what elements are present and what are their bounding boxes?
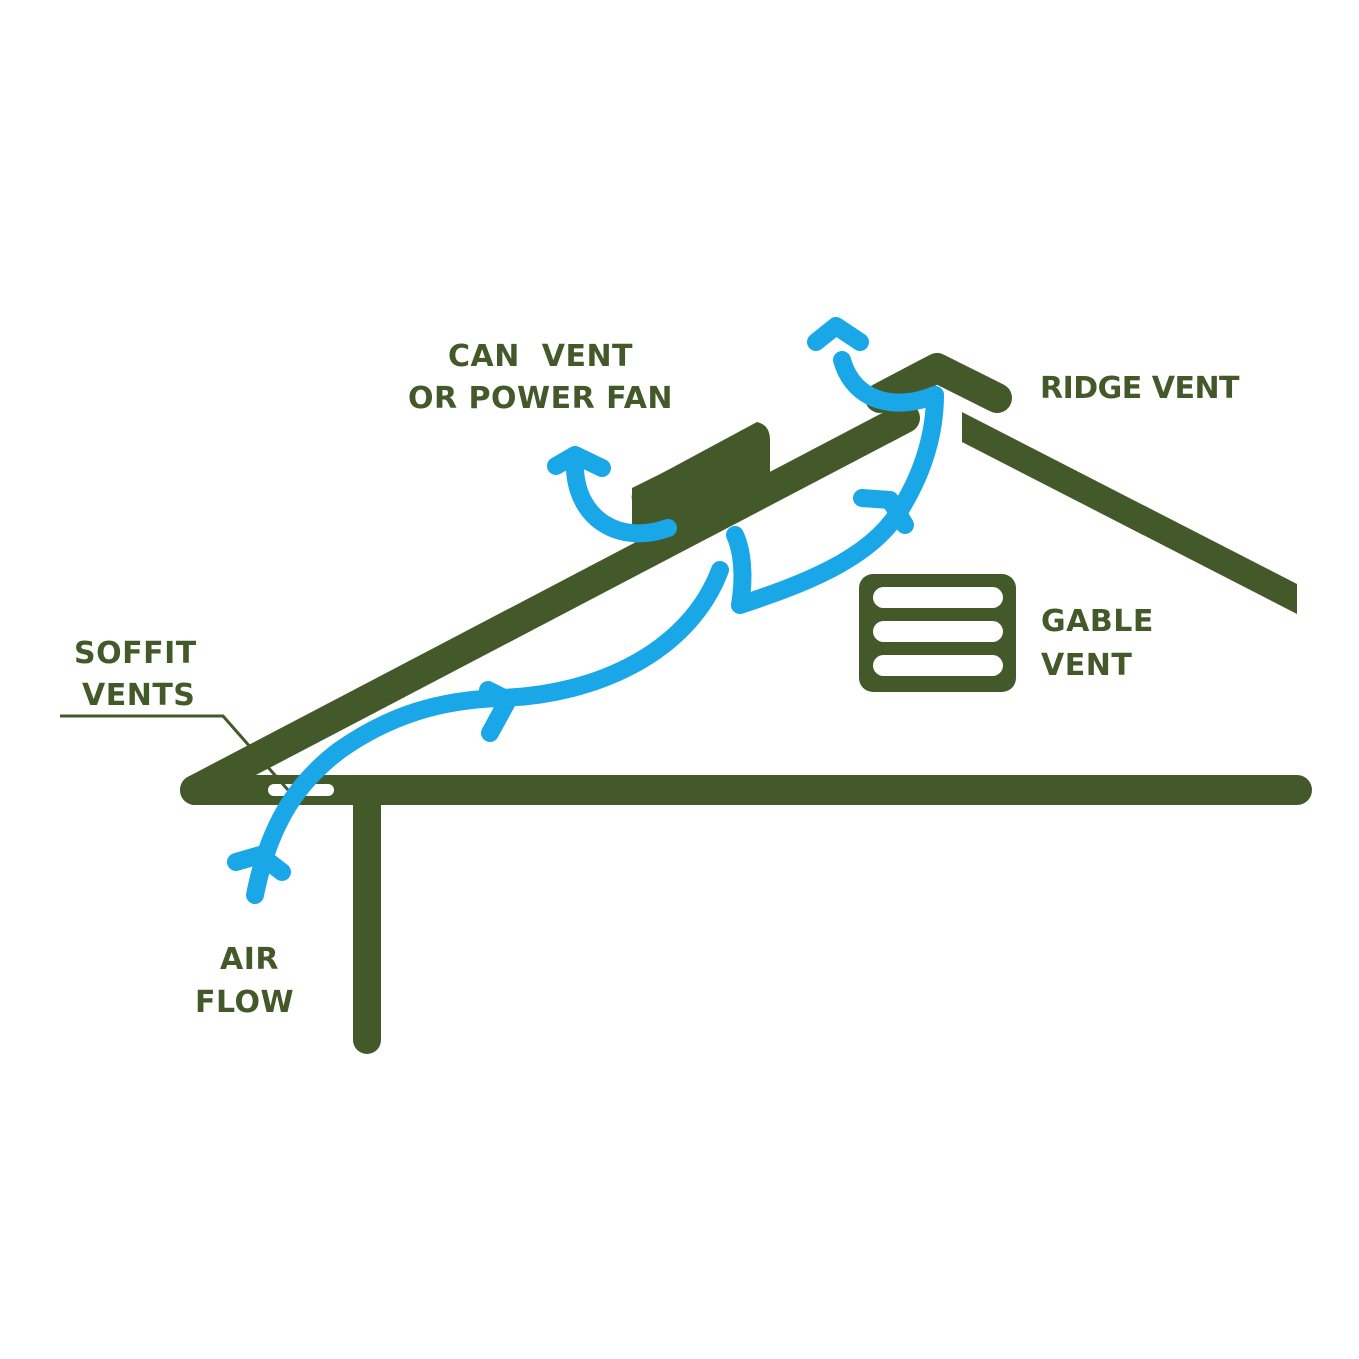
airflow bbox=[227, 317, 944, 904]
gable-vent-slot bbox=[873, 587, 1003, 608]
label-soffit-line2: VENTS bbox=[82, 678, 195, 713]
label-gable-line2: VENT bbox=[1041, 648, 1132, 683]
label-can-vent-line1: CAN VENT bbox=[448, 339, 633, 374]
arrowhead-intake bbox=[227, 846, 291, 881]
arrowhead-mid bbox=[479, 681, 517, 742]
gable-vent-slot bbox=[873, 621, 1003, 642]
gable-vent bbox=[859, 574, 1016, 692]
arrowhead-can-vent bbox=[547, 446, 611, 477]
gable-vent-slot bbox=[873, 655, 1003, 676]
airflow-ridge-exhaust bbox=[833, 351, 944, 412]
ceiling-joist-end bbox=[1280, 775, 1297, 805]
airflow-to-can-vent bbox=[726, 526, 752, 614]
ridge-vent-cap bbox=[865, 353, 1012, 413]
airflow-can-vent-exhaust bbox=[566, 461, 677, 543]
label-can-vent-line2: OR POWER FAN bbox=[408, 381, 673, 416]
left-roof-rafter bbox=[180, 403, 920, 805]
labels: CAN VENT OR POWER FAN RIDGE VENT SOFFIT … bbox=[74, 339, 1241, 1020]
label-air-flow-line1: AIR bbox=[220, 942, 279, 977]
label-ridge-vent: RIDGE VENT bbox=[1040, 371, 1240, 406]
label-air-flow-line2: FLOW bbox=[195, 985, 294, 1020]
airflow-intake-path bbox=[246, 561, 729, 904]
arrowhead-ridge-exhaust bbox=[807, 317, 869, 351]
house-structure bbox=[60, 353, 1312, 1054]
label-gable-line1: GABLE bbox=[1041, 604, 1154, 639]
arrowhead-ridge-lower bbox=[853, 489, 914, 534]
right-roof-rafter bbox=[962, 412, 1297, 614]
soffit-leader-line bbox=[60, 714, 290, 791]
label-soffit-line1: SOFFIT bbox=[74, 636, 197, 671]
